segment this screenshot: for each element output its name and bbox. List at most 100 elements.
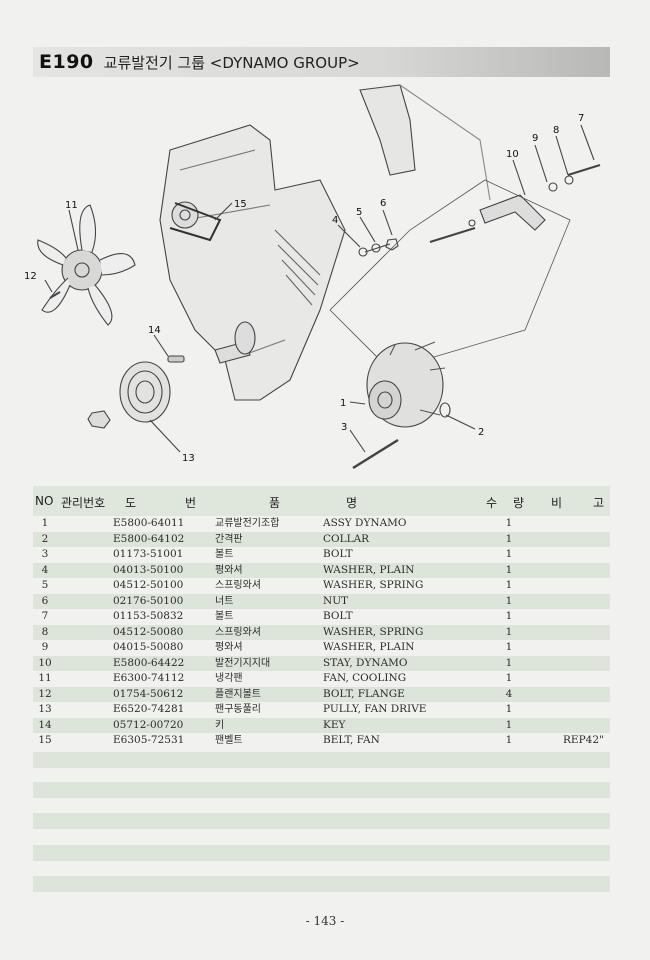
header-ryang: 량: [513, 496, 525, 510]
empty-row-band: [33, 782, 610, 798]
row-number: 1: [41, 517, 49, 529]
part-name-english: WASHER, SPRING: [323, 579, 424, 591]
part-name-korean: 팬구동풀리: [215, 704, 261, 715]
quantity: 1: [505, 548, 513, 560]
header-bi: 비: [551, 496, 563, 510]
part-name-english: NUT: [323, 594, 349, 607]
header-beon: 번: [185, 496, 197, 510]
table-row: 11 E6300-74112 냉각팬 FAN, COOLING 1: [33, 671, 610, 687]
part-name-english: BOLT: [323, 610, 353, 622]
row-number: 13: [38, 703, 52, 715]
part-name-korean: 평와셔: [215, 642, 243, 653]
empty-row-band: [33, 876, 610, 892]
part-number: 04512-50100: [113, 579, 184, 591]
part-name-korean: 볼트: [215, 611, 234, 622]
section-title: 교류발전기 그룹 <DYNAMO GROUP>: [103, 53, 360, 72]
callout-13: 13: [182, 453, 195, 464]
part-name-korean: 너트: [215, 595, 234, 607]
exploded-parts-diagram: 1 2 3 4 5 6 7 8 9 10 11 12 14 13 15: [24, 84, 601, 470]
quantity: 1: [505, 563, 513, 576]
callout-4: 4: [332, 215, 338, 226]
quantity: 1: [505, 672, 513, 684]
section-code: E190: [39, 51, 94, 73]
part-name-korean: 팬벨트: [215, 735, 243, 746]
row-number: 8: [41, 625, 49, 638]
callout-8: 8: [553, 125, 559, 136]
part-name-english: PULLY, FAN DRIVE: [323, 703, 427, 715]
row-number: 11: [38, 672, 52, 684]
part-name-korean: 평와셔: [215, 564, 243, 576]
table-row: 4 04013-50100 평와셔 WASHER, PLAIN 1: [33, 562, 610, 578]
row-number: 7: [41, 610, 49, 622]
header-part-no: 관리번호: [61, 496, 106, 510]
table-row: 13 E6520-74281 팬구동풀리 PULLY, FAN DRIVE 1: [33, 702, 610, 718]
part-name-korean: 플랜지볼트: [215, 688, 261, 700]
part-number: 01173-51001: [113, 548, 184, 560]
part-number: 01754-50612: [113, 687, 184, 700]
callout-2: 2: [478, 427, 484, 438]
part-name-korean: 스프링와셔: [215, 626, 261, 638]
row-number: 2: [41, 532, 49, 545]
part-number: 02176-50100: [113, 594, 184, 607]
row-number: 4: [41, 563, 49, 576]
callout-3: 3: [341, 422, 347, 433]
part-number: E5800-64422: [113, 656, 185, 669]
callout-13-key: 14: [148, 325, 161, 336]
page-number: - 143 -: [305, 914, 345, 928]
quantity: 1: [505, 703, 513, 715]
part-name-korean: 간격판: [215, 533, 243, 545]
part-number: E5800-64102: [113, 532, 185, 545]
remark: REP42": [563, 734, 604, 746]
header-pum: 품: [269, 496, 281, 510]
callout-9: 9: [532, 133, 538, 144]
part-number: E6305-72531: [113, 734, 185, 746]
row-number: 3: [41, 548, 49, 560]
part-name-english: BELT, FAN: [323, 734, 380, 746]
engine-block: [159, 124, 346, 401]
row-number: 6: [41, 594, 49, 607]
callout-7: 7: [578, 113, 584, 124]
row-number: 9: [41, 641, 49, 653]
page-title-bar: E190 교류발전기 그룹 <DYNAMO GROUP>: [33, 47, 610, 77]
row-number: 12: [38, 687, 52, 700]
part-name-korean: 냉각팬: [215, 673, 243, 684]
callout-12: 12: [24, 271, 37, 282]
part-number: E6300-74112: [113, 672, 185, 684]
part-number: 04013-50100: [113, 563, 184, 576]
part-name-korean: 발전기지지대: [215, 657, 271, 669]
part-name-english: KEY: [323, 718, 346, 731]
part-name-english: FAN, COOLING: [323, 672, 407, 684]
quantity: 1: [505, 718, 513, 731]
diagram-callout-labels: 1 2 3 4 5 6 7 8 9 10 11 12 14 13 15: [24, 113, 584, 464]
callout-1: 1: [340, 398, 346, 409]
part-number: 05712-00720: [113, 718, 184, 731]
part-name-english: WASHER, PLAIN: [323, 563, 415, 576]
header-do: 도: [125, 496, 137, 510]
callout-6: 6: [380, 198, 386, 209]
row-number: 5: [41, 579, 49, 591]
callout-5: 5: [356, 207, 362, 218]
part-number: E6520-74281: [113, 703, 185, 715]
quantity: 1: [505, 594, 513, 607]
table-row: 6 02176-50100 너트 NUT 1: [33, 593, 610, 609]
table-row: 8 04512-50080 스프링와셔 WASHER, SPRING 1: [33, 624, 610, 640]
quantity: 4: [505, 687, 513, 700]
part-name-english: BOLT: [323, 548, 353, 560]
part-number: 04512-50080: [113, 625, 184, 638]
part-name-english: WASHER, SPRING: [323, 625, 424, 638]
quantity: 1: [505, 625, 513, 638]
part-name-korean: 스프링와셔: [215, 580, 261, 591]
row-number: 10: [38, 656, 52, 669]
part-number: E5800-64011: [113, 517, 185, 529]
callout-10: 10: [506, 149, 519, 160]
